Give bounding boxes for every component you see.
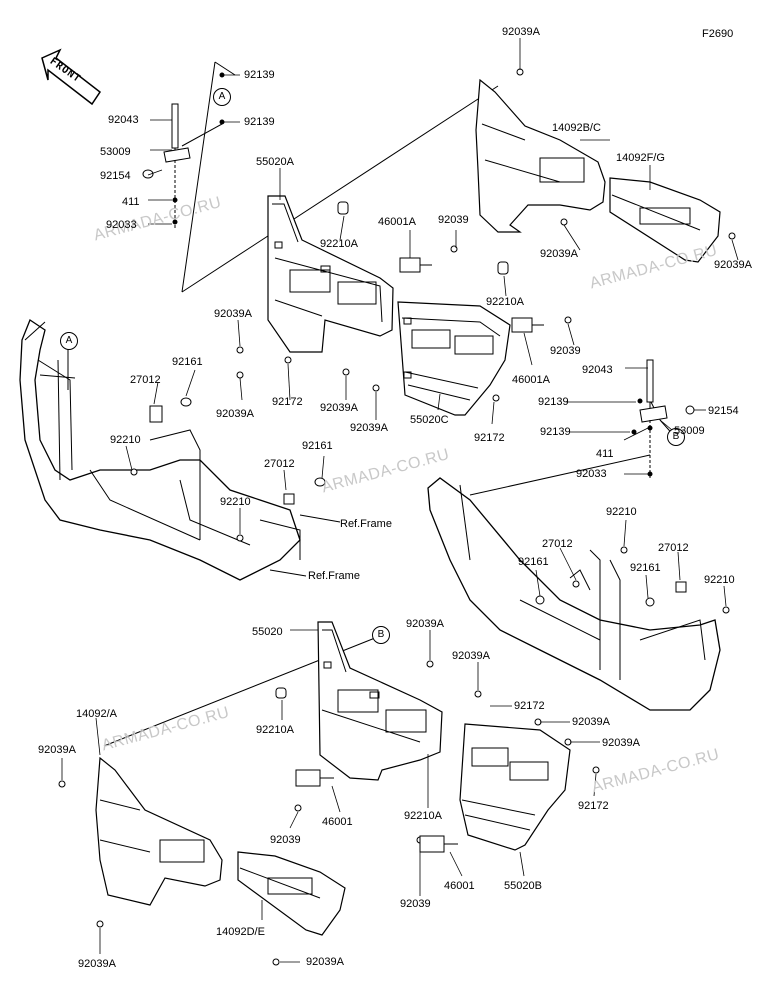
door-panel-55020a xyxy=(267,195,394,353)
part-label-46001[interactable]: 46001 xyxy=(444,880,475,892)
part-label-92039a[interactable]: 92039A xyxy=(502,26,540,38)
part-label-92210a[interactable]: 92210A xyxy=(404,810,442,822)
ref-frame-leader-2 xyxy=(269,569,307,577)
part-label-92039[interactable]: 92039 xyxy=(438,214,469,226)
label-leaders xyxy=(61,38,739,963)
part-label-92210a[interactable]: 92210A xyxy=(486,296,524,308)
part-label-92039a[interactable]: 92039A xyxy=(320,402,358,414)
part-label-92033[interactable]: 92033 xyxy=(576,468,607,480)
part-label-46001a[interactable]: 46001A xyxy=(512,374,550,386)
part-label-14092a[interactable]: 14092/A xyxy=(76,708,117,720)
door-panel-55020 xyxy=(317,621,443,781)
part-label-92172[interactable]: 92172 xyxy=(474,432,505,444)
part-label-92210[interactable]: 92210 xyxy=(704,574,735,586)
hardware-stack-a xyxy=(142,72,225,230)
hinge-46001a-middle xyxy=(511,317,544,333)
part-label-92039[interactable]: 92039 xyxy=(270,834,301,846)
part-label-14092de[interactable]: 14092D/E xyxy=(216,926,265,938)
part-label-53009[interactable]: 53009 xyxy=(674,425,705,437)
part-label-92172[interactable]: 92172 xyxy=(272,396,303,408)
part-label-92039[interactable]: 92039 xyxy=(400,898,431,910)
front-arrow-icon xyxy=(41,48,102,106)
part-label-92039[interactable]: 92039 xyxy=(550,345,581,357)
hardware-stack-b xyxy=(631,359,695,480)
part-label-92139[interactable]: 92139 xyxy=(538,396,569,408)
part-label-92039a[interactable]: 92039A xyxy=(714,259,752,271)
part-label-27012[interactable]: 27012 xyxy=(264,458,295,470)
part-label-92161[interactable]: 92161 xyxy=(302,440,333,452)
part-label-92139[interactable]: 92139 xyxy=(244,69,275,81)
part-label-92039a[interactable]: 92039A xyxy=(406,618,444,630)
part-label-55020a[interactable]: 55020A xyxy=(256,156,294,168)
part-label-92154[interactable]: 92154 xyxy=(100,170,131,182)
door-skin-14092bc xyxy=(475,78,606,233)
part-label-92043[interactable]: 92043 xyxy=(582,364,613,376)
ref-frame-label-1: Ref.Frame xyxy=(340,518,392,530)
frame-right xyxy=(427,477,721,711)
frame-hardware-bits xyxy=(130,397,730,614)
ref-frame-leader-1 xyxy=(299,514,341,523)
hinge-46001-right xyxy=(419,835,458,853)
part-label-55020c[interactable]: 55020C xyxy=(410,414,449,426)
part-label-55020b[interactable]: 55020B xyxy=(504,880,542,892)
part-label-14092fg[interactable]: 14092F/G xyxy=(616,152,665,164)
part-label-92161[interactable]: 92161 xyxy=(630,562,661,574)
guide-line-top xyxy=(181,85,499,293)
part-label-92139[interactable]: 92139 xyxy=(540,426,571,438)
callout-a-top-leaders xyxy=(181,61,236,293)
callout-a-frame: A xyxy=(60,332,78,350)
callout-b-panel: B xyxy=(372,626,390,644)
part-label-92210a[interactable]: 92210A xyxy=(256,724,294,736)
ref-frame-label-2: Ref.Frame xyxy=(308,570,360,582)
part-label-27012[interactable]: 27012 xyxy=(130,374,161,386)
part-label-46001a[interactable]: 46001A xyxy=(378,216,416,228)
door-skin-14092a xyxy=(95,756,223,906)
figure-code: F2690 xyxy=(702,28,734,40)
part-label-92039a[interactable]: 92039A xyxy=(452,650,490,662)
part-label-55020[interactable]: 55020 xyxy=(252,626,283,638)
part-label-92161[interactable]: 92161 xyxy=(518,556,549,568)
part-label-92039a[interactable]: 92039A xyxy=(306,956,344,968)
door-skin-14092de xyxy=(237,851,346,936)
part-label-92161[interactable]: 92161 xyxy=(172,356,203,368)
part-label-92039a[interactable]: 92039A xyxy=(572,716,610,728)
part-label-92172[interactable]: 92172 xyxy=(514,700,545,712)
part-label-92172[interactable]: 92172 xyxy=(578,800,609,812)
part-label-92039a[interactable]: 92039A xyxy=(540,248,578,260)
door-panel-55020c xyxy=(397,301,511,416)
part-label-92210[interactable]: 92210 xyxy=(220,496,251,508)
part-label-92139[interactable]: 92139 xyxy=(244,116,275,128)
part-label-92210[interactable]: 92210 xyxy=(110,434,141,446)
part-label-27012[interactable]: 27012 xyxy=(542,538,573,550)
part-label-411[interactable]: 411 xyxy=(596,448,614,460)
part-label-92210a[interactable]: 92210A xyxy=(320,238,358,250)
callout-a-top: A xyxy=(213,88,231,106)
part-label-27012[interactable]: 27012 xyxy=(658,542,689,554)
part-label-92039a[interactable]: 92039A xyxy=(214,308,252,320)
callout-b-stack: B xyxy=(667,428,685,446)
part-label-53009[interactable]: 53009 xyxy=(100,146,131,158)
part-label-92039a[interactable]: 92039A xyxy=(216,408,254,420)
part-label-92039a[interactable]: 92039A xyxy=(78,958,116,970)
part-label-46001[interactable]: 46001 xyxy=(322,816,353,828)
part-label-92039a[interactable]: 92039A xyxy=(38,744,76,756)
door-panel-55020b xyxy=(459,723,571,851)
part-label-92210[interactable]: 92210 xyxy=(606,506,637,518)
part-label-411[interactable]: 411 xyxy=(122,196,140,208)
part-label-92043[interactable]: 92043 xyxy=(108,114,139,126)
hinge-46001-left xyxy=(295,769,334,787)
part-label-92033[interactable]: 92033 xyxy=(106,219,137,231)
part-label-92154[interactable]: 92154 xyxy=(708,405,739,417)
part-label-92039a[interactable]: 92039A xyxy=(602,737,640,749)
door-skin-14092fg xyxy=(609,177,721,263)
part-label-92039a[interactable]: 92039A xyxy=(350,422,388,434)
part-label-14092bc[interactable]: 14092B/C xyxy=(552,122,601,134)
frame-left xyxy=(19,319,301,581)
hinge-46001a-top xyxy=(399,257,432,273)
